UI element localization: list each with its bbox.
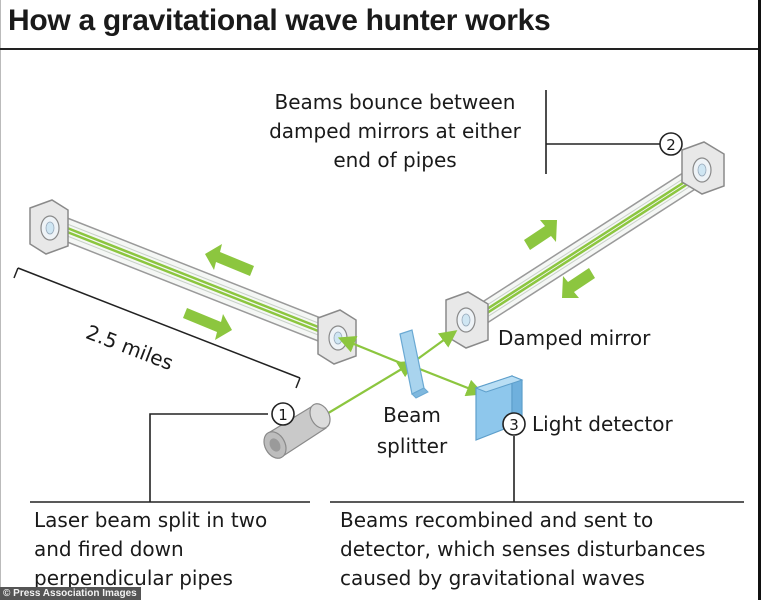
right-arm-pipe: [469, 160, 701, 336]
arrow-right-arm-outgoing: [524, 220, 557, 250]
svg-text:1: 1: [278, 406, 288, 424]
title-divider: [0, 48, 758, 50]
image-credit: © Press Association Images: [0, 587, 141, 600]
label-damped-mirror: Damped mirror: [498, 326, 651, 350]
damped-mirror: [445, 291, 489, 349]
arrow-right-arm-return: [562, 268, 595, 298]
leader-1: [149, 413, 268, 502]
laser-source: [263, 403, 331, 459]
marker-3: 3: [502, 412, 526, 436]
right-end-mirror: [681, 141, 725, 195]
left-near-mirror: [317, 309, 357, 365]
label-beams-bounce: Beams bounce between damped mirrors at e…: [269, 90, 521, 172]
marker-2: 2: [659, 132, 683, 156]
arrow-left-arm-outgoing: [205, 244, 254, 276]
marker-1: 1: [271, 402, 295, 426]
left-end-mirror: [29, 199, 69, 255]
distance-bracket: [13, 267, 301, 389]
caption-step-1: Laser beam split in two and fired down p…: [34, 508, 268, 590]
caption-step-3: Beams recombined and sent to detector, w…: [340, 508, 706, 590]
beam-splitter: [399, 329, 429, 399]
label-beam-splitter: Beam splitter: [376, 403, 448, 458]
arrow-left-arm-return: [183, 308, 232, 340]
svg-text:2: 2: [666, 136, 676, 154]
svg-text:3: 3: [509, 416, 519, 434]
label-light-detector: Light detector: [532, 412, 673, 436]
page-title: How a gravitational wave hunter works: [8, 4, 551, 37]
